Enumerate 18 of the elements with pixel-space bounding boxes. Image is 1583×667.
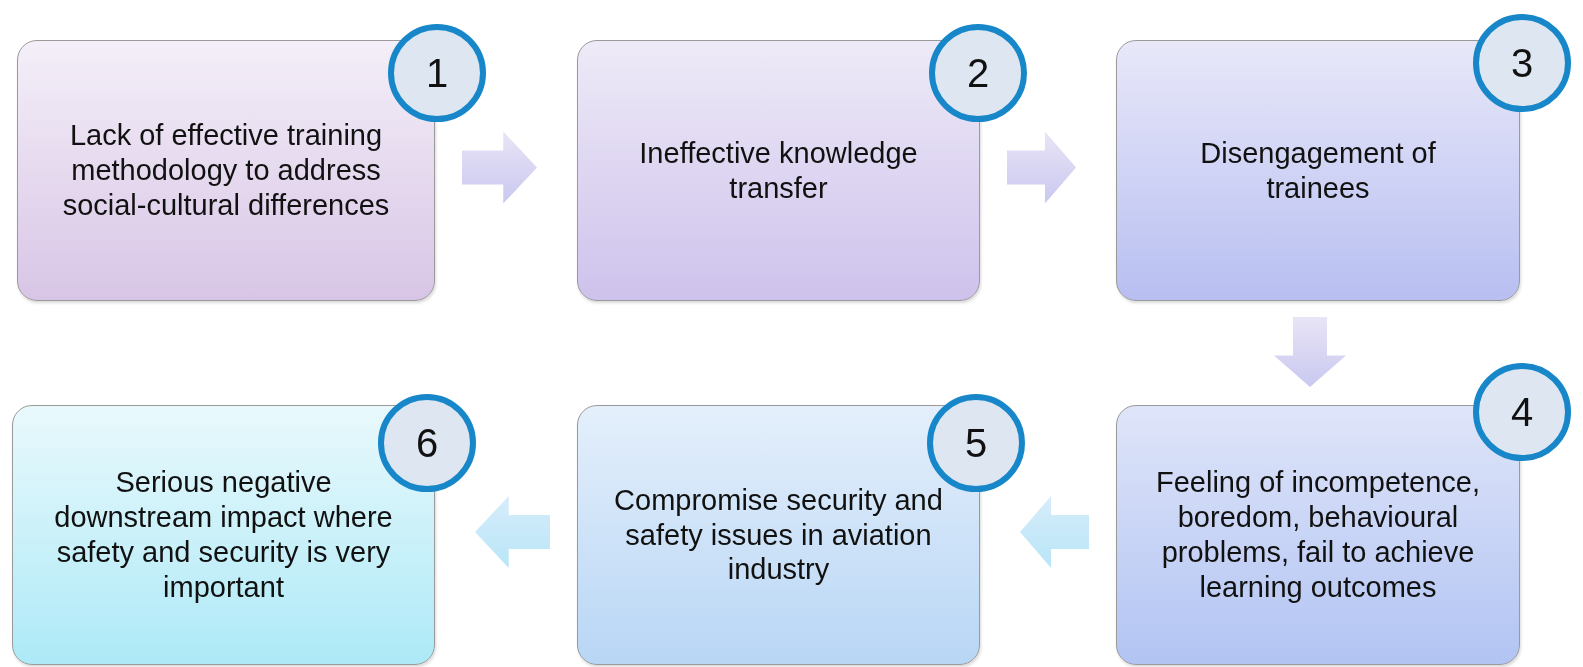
- step-number: 1: [425, 50, 449, 96]
- step-number: 4: [1510, 389, 1534, 435]
- step-number: 2: [966, 50, 990, 96]
- box-text: Serious negative downstream impact where safety and security is very important: [53, 465, 394, 605]
- process-box: [12, 405, 435, 665]
- block-arrow: [475, 496, 550, 568]
- block-arrow: [1007, 131, 1076, 204]
- box-text: Feeling of incompetence, boredom, behavioural problems, fail to achieve learning outcomes: [1155, 465, 1481, 605]
- box-text: Lack of effective training methodology to address social-cultural differences: [61, 118, 391, 223]
- box-text: Ineffective knowledge transfer: [638, 135, 919, 206]
- block-arrow: [462, 131, 537, 204]
- step-number: 5: [964, 420, 988, 466]
- block-arrow: [1274, 317, 1346, 387]
- box-text: Disengagement of trainees: [1199, 135, 1437, 206]
- box-text: Compromise security and safety issues in aviation industry: [613, 482, 944, 588]
- step-number: 6: [415, 420, 439, 466]
- block-arrow: [1020, 496, 1089, 568]
- step-number: 3: [1510, 40, 1534, 86]
